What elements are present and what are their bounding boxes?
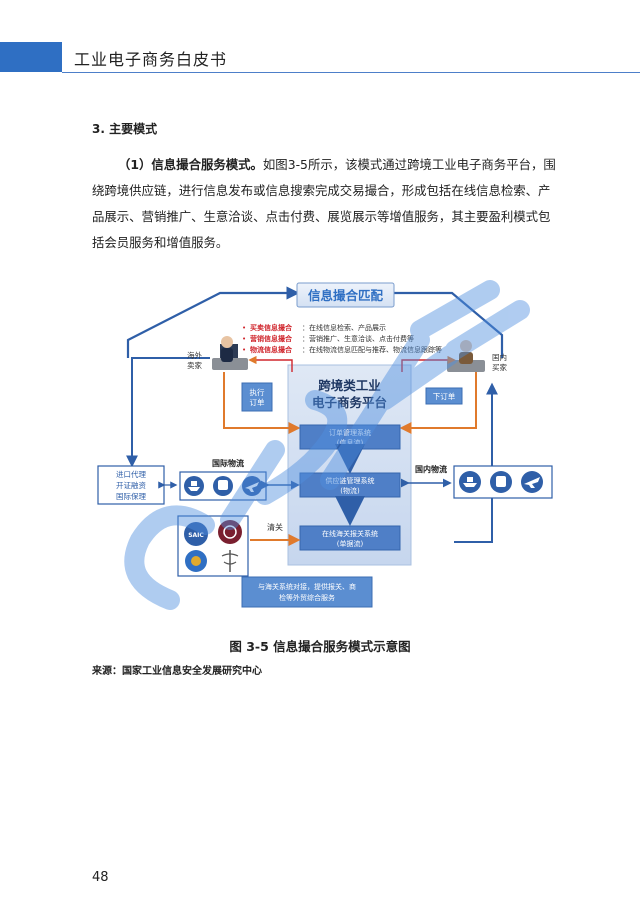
finance-box (97, 465, 165, 505)
place-order-label: 下订单 (433, 391, 456, 401)
system-customs (299, 525, 401, 551)
execute-order-label-2: 订单 (250, 397, 265, 407)
top-banner-box (296, 282, 395, 308)
system-customs-label: 在线海关报关系统 (322, 529, 378, 538)
orange-arrow-execute (223, 372, 301, 434)
domestic-buyer-icon (447, 340, 485, 372)
overseas-seller-label-2: 卖家 (187, 360, 202, 370)
page-number: 48 (92, 870, 109, 885)
domestic-logistics-label: 国内物流 (415, 464, 447, 474)
platform-title-2: 电子商务平台 (312, 395, 387, 410)
header-title: 工业电子商务白皮书 (74, 50, 228, 69)
service-desc-2: ：营销推广、生意洽谈、点击付费等 (302, 334, 414, 343)
system-supply-chain (299, 472, 401, 498)
overseas-seller-icon (212, 336, 248, 370)
flow-arrow-banner-to-buyer (383, 286, 504, 358)
figure-caption: 图 3-5 信息撮合服务模式示意图 (229, 639, 411, 654)
service-desc-1: ：在线信息检索、产品展示 (302, 323, 386, 332)
finance-label-1: 进口代理 (116, 469, 146, 479)
flow-arrow-up-to-buyer (454, 382, 498, 543)
saic-emblem-icon: SAIC (184, 522, 208, 546)
inspection-emblem-icon (185, 550, 207, 572)
execute-order-box (241, 382, 273, 412)
diagram-canvas: 信息撮合匹配 • 买卖信息撮合 ：在线信息检索、产品展示 • 营销信息撮合 ：营… (97, 282, 553, 608)
flow-arrow-seller-down (126, 357, 210, 468)
system-customs-sub: (单据流) (337, 539, 364, 548)
service-name-1: 买卖信息撮合 (250, 323, 293, 332)
service-desc-3: ：在线物流信息匹配与推荐、物流信息跟踪等 (302, 345, 442, 354)
services-list: • 买卖信息撮合 ：在线信息检索、产品展示 • 营销信息撮合 ：营销推广、生意洽… (242, 323, 442, 354)
body-paragraph: （1）信息撮合服务模式。如图3-5所示，该模式通过跨境工业电子商务平台，围绕跨境… (92, 152, 562, 256)
place-order-box (425, 387, 463, 405)
intl-logistics-label: 国际物流 (212, 458, 244, 468)
figure-diagram: 信息撮合匹配 • 买卖信息撮合 ：在线信息检索、产品展示 • 营销信息撮合 ：营… (92, 280, 562, 620)
svg-text:•: • (242, 324, 246, 332)
paragraph-body: 如图3-5所示，该模式通过跨境工业电子商务平台，围绕跨境供应链，进行信息发布或信… (92, 157, 556, 250)
domestic-buyer-label-2: 买家 (492, 362, 507, 372)
overseas-seller-label-1: 海外 (187, 350, 202, 360)
customs-emblem-icon (218, 520, 242, 544)
red-arrow-to-seller (248, 355, 293, 372)
finance-label-2: 开证融资 (116, 480, 146, 490)
system-order-mgmt-sub: (信息流) (337, 438, 364, 447)
orange-arrow-order (399, 372, 477, 434)
svg-text:•: • (242, 335, 246, 343)
header-rule (62, 72, 640, 73)
header-accent-bar (0, 42, 62, 72)
svg-text:•: • (242, 346, 246, 354)
figure-source: 来源：国家工业信息安全发展研究中心 (92, 666, 262, 677)
customs-clear-label: 清关 (267, 522, 283, 532)
red-arrow-to-buyer (401, 355, 456, 372)
service-name-3: 物流信息撮合 (250, 345, 293, 354)
customs-note-1: 与海关系统对接，提供报关、商 (258, 582, 356, 591)
system-supply-chain-label: 供应链管理系统 (326, 476, 375, 485)
execute-order-label-1: 执行 (250, 387, 265, 397)
customs-note-box (241, 576, 373, 608)
platform-title-1: 跨境类工业 (318, 378, 381, 393)
flow-arrow-seller-to-banner (126, 286, 300, 358)
intl-transport-icons (184, 476, 262, 496)
section-heading: 3. 主要模式 (92, 122, 158, 136)
paragraph-lead: （1）信息撮合服务模式。 (118, 157, 263, 172)
customs-note-2: 检等外贸综合服务 (279, 593, 335, 602)
top-banner-label: 信息撮合匹配 (308, 288, 384, 303)
domestic-transport-icons (459, 471, 543, 493)
saic-emblem-label: SAIC (188, 532, 204, 539)
finance-label-3: 国际保理 (116, 492, 146, 501)
system-supply-chain-sub: (物流) (340, 486, 360, 495)
domestic-buyer-label-1: 国内 (492, 352, 507, 362)
service-name-2: 营销信息撮合 (250, 334, 293, 343)
system-order-mgmt-label: 订单管理系统 (329, 428, 371, 437)
caduceus-icon (221, 550, 239, 572)
